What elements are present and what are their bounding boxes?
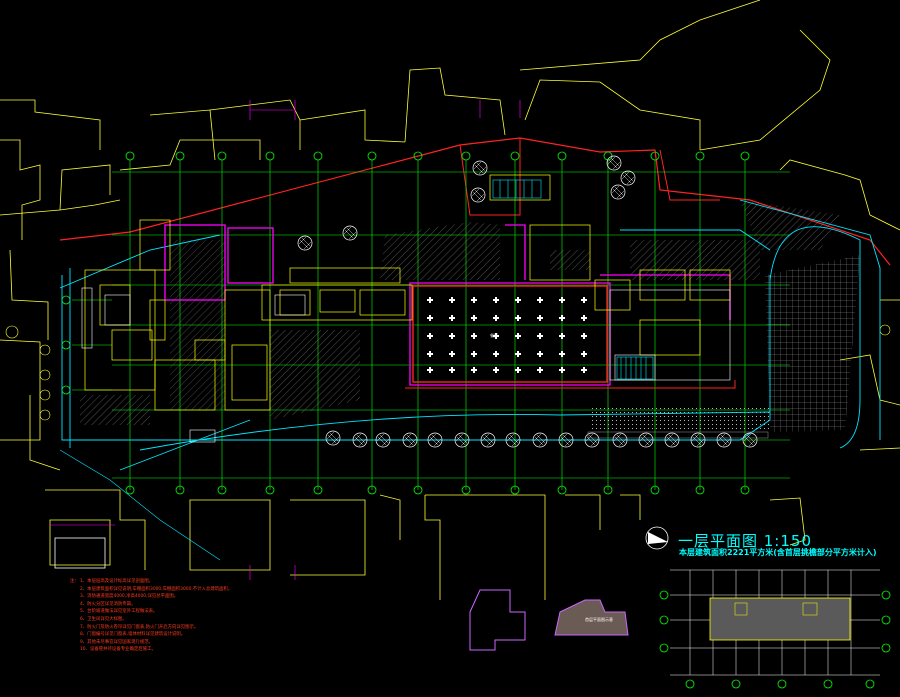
note-item: 5、台阶坡道做法详见室外工程做法表。 — [80, 609, 158, 615]
detail-box — [54, 537, 106, 569]
note-item: 1、本层层高及设计标高详见剖面图。 — [80, 579, 154, 584]
section-marks — [249, 100, 521, 580]
surrounding-buildings — [0, 0, 900, 600]
north-arrow-icon — [645, 526, 669, 550]
hatched-pavement — [80, 200, 840, 425]
small-plan — [670, 569, 880, 676]
note-item: 4、防火分区详见消防专篇。 — [80, 601, 136, 607]
dining-hall — [412, 285, 608, 383]
note-item: 2、本层建筑面积详见说明,车棚面积3000,车棚面积3000,不计入总建筑面积。 — [80, 586, 233, 592]
note-item: 7、防火门及防火卷帘详见门窗表,防火门开启方向详见图示。 — [80, 624, 199, 630]
stair — [492, 179, 654, 380]
key-plan — [469, 589, 629, 651]
design-notes: 注： 1、本层层高及设计标高详见剖面图。 2、本层建筑面积详见说明,车棚面积30… — [70, 578, 233, 654]
note-item: 3、消防通道宽度4000,净高4000,详见总平面图。 — [80, 594, 179, 600]
building-outline — [59, 199, 881, 471]
note-item: 6、卫生间详见大样图。 — [80, 616, 127, 622]
note-item: 10、设备管井待设备专业确定后施工。 — [80, 647, 156, 653]
note-item: 8、门窗编号详见门窗表,墙体材料详见建筑设计说明。 — [80, 632, 186, 638]
walls-interior — [84, 174, 731, 411]
note-item: 9、其他未尽事宜详见国家现行规范。 — [80, 639, 154, 645]
drawing-subtitle: 本层建筑面积2221平方米(含首层挑檐部分平方米计入) — [679, 548, 877, 557]
drawing-title: 一层平面图 1:150 — [678, 532, 812, 550]
dining-hall-label: 餐厅 — [490, 333, 498, 338]
paved-plaza — [765, 255, 860, 432]
boundary-markers — [5, 324, 891, 421]
notes-label: 注： — [70, 579, 79, 584]
walls-white — [81, 287, 731, 443]
keyplan-label: 首层平面图示意 — [585, 617, 613, 622]
dining-hall-columns — [427, 297, 587, 373]
